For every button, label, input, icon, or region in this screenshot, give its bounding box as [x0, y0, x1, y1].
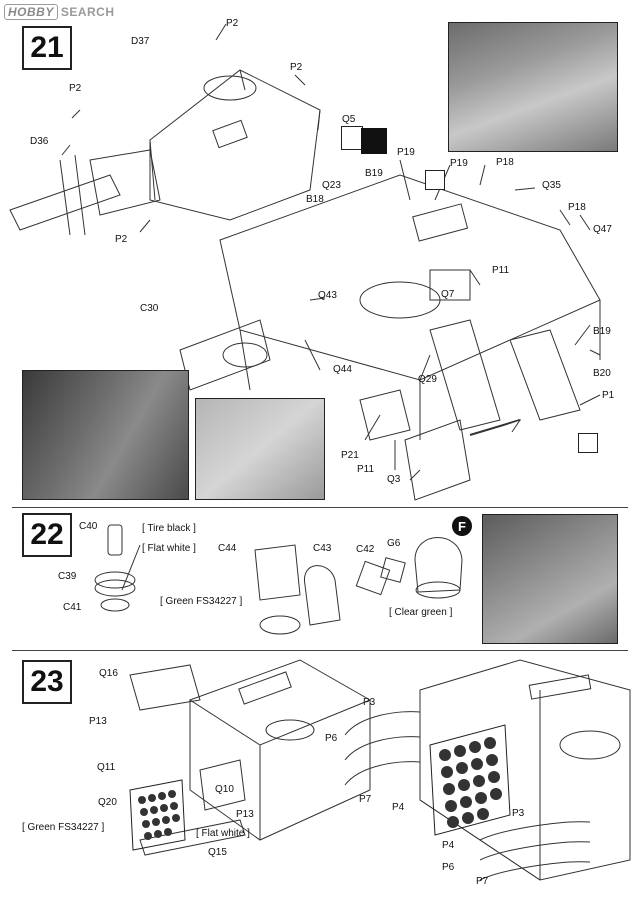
part-label: P13: [89, 716, 107, 727]
part-label: Q3: [387, 474, 401, 485]
part-label: Q43: [318, 290, 337, 301]
part-label: Q29: [418, 374, 437, 385]
part-label: P4: [442, 840, 455, 851]
part-label: Q15: [208, 847, 227, 858]
hull-upper-outline: [219, 174, 601, 381]
step-number-23: 23: [22, 660, 72, 704]
gun-barrel: [9, 174, 121, 231]
gun-mantlet: [179, 319, 271, 391]
part-label: Q11: [97, 762, 116, 773]
reference-photo-hull-top: [448, 22, 618, 152]
part-q5-icon: [341, 126, 363, 150]
part-label: Q44: [333, 364, 352, 375]
cutting-nipper-icon: [578, 433, 598, 453]
part-label: P7: [476, 876, 489, 887]
step-divider: [12, 650, 628, 651]
mesh-pattern: [138, 737, 502, 840]
part-label: P18: [568, 202, 586, 213]
part-label: P13: [236, 809, 254, 820]
part-label: C39: [58, 571, 77, 582]
part-label: P2: [290, 62, 303, 73]
paint-note-green: [ Green FS34227 ]: [22, 822, 105, 833]
reference-f-badge: F: [452, 516, 472, 536]
part-label: P19: [450, 158, 468, 169]
part-label: D37: [131, 36, 150, 47]
paint-note-tire-black: [ Tire black ]: [142, 523, 196, 534]
part-label: P21: [341, 450, 359, 461]
step-number-21: 21: [22, 26, 72, 70]
paint-note-green: [ Green FS34227 ]: [160, 596, 243, 607]
part-label: C44: [218, 543, 237, 554]
part-label: C42: [356, 544, 375, 555]
watermark-text: SEARCH: [60, 5, 115, 19]
part-label: P7: [359, 794, 372, 805]
cutting-nipper-icon: [425, 170, 445, 190]
paint-note-flat-white: [ Flat white ]: [196, 828, 250, 839]
part-label: D36: [30, 136, 49, 147]
part-label: P11: [357, 464, 375, 475]
part-label: B19: [365, 168, 383, 179]
part-label: P3: [363, 697, 376, 708]
part-label: P18: [496, 157, 514, 168]
cut-tool-icon: [361, 128, 387, 154]
reference-photo-mantlet: [195, 398, 325, 500]
reference-photo-periscope: [482, 514, 618, 644]
part-label: C41: [63, 602, 82, 613]
part-label: P1: [602, 390, 615, 401]
part-label: P6: [325, 733, 338, 744]
part-label: P11: [492, 265, 510, 276]
part-label: P6: [442, 862, 455, 873]
part-label: B18: [306, 194, 324, 205]
part-label: P3: [512, 808, 525, 819]
step-divider: [12, 507, 628, 508]
part-label: Q5: [342, 114, 356, 125]
paint-note-clear-green: [ Clear green ]: [389, 607, 453, 618]
turret-top-outline: [149, 69, 321, 221]
part-label: G6: [387, 538, 401, 549]
part-label: Q23: [322, 180, 341, 191]
part-label: P4: [392, 802, 405, 813]
part-label: C30: [140, 303, 159, 314]
part-label: B19: [593, 326, 611, 337]
reference-photo-hull-side: [22, 370, 189, 500]
part-label: Q10: [215, 784, 234, 795]
part-label: C40: [79, 521, 98, 532]
part-label: P2: [226, 18, 239, 29]
paint-note-flat-white: [ Flat white ]: [142, 543, 196, 554]
part-label: P2: [69, 83, 82, 94]
watermark-logo: HOBBY: [4, 4, 58, 20]
step-number-22: 22: [22, 513, 72, 557]
part-label: Q20: [98, 797, 117, 808]
part-label: P2: [115, 234, 128, 245]
part-label: B20: [593, 368, 611, 379]
part-label: C43: [313, 543, 332, 554]
part-label: Q7: [441, 289, 455, 300]
part-label: Q16: [99, 668, 118, 679]
part-label: P19: [397, 147, 415, 158]
part-label: Q35: [542, 180, 561, 191]
part-label: Q47: [593, 224, 612, 235]
